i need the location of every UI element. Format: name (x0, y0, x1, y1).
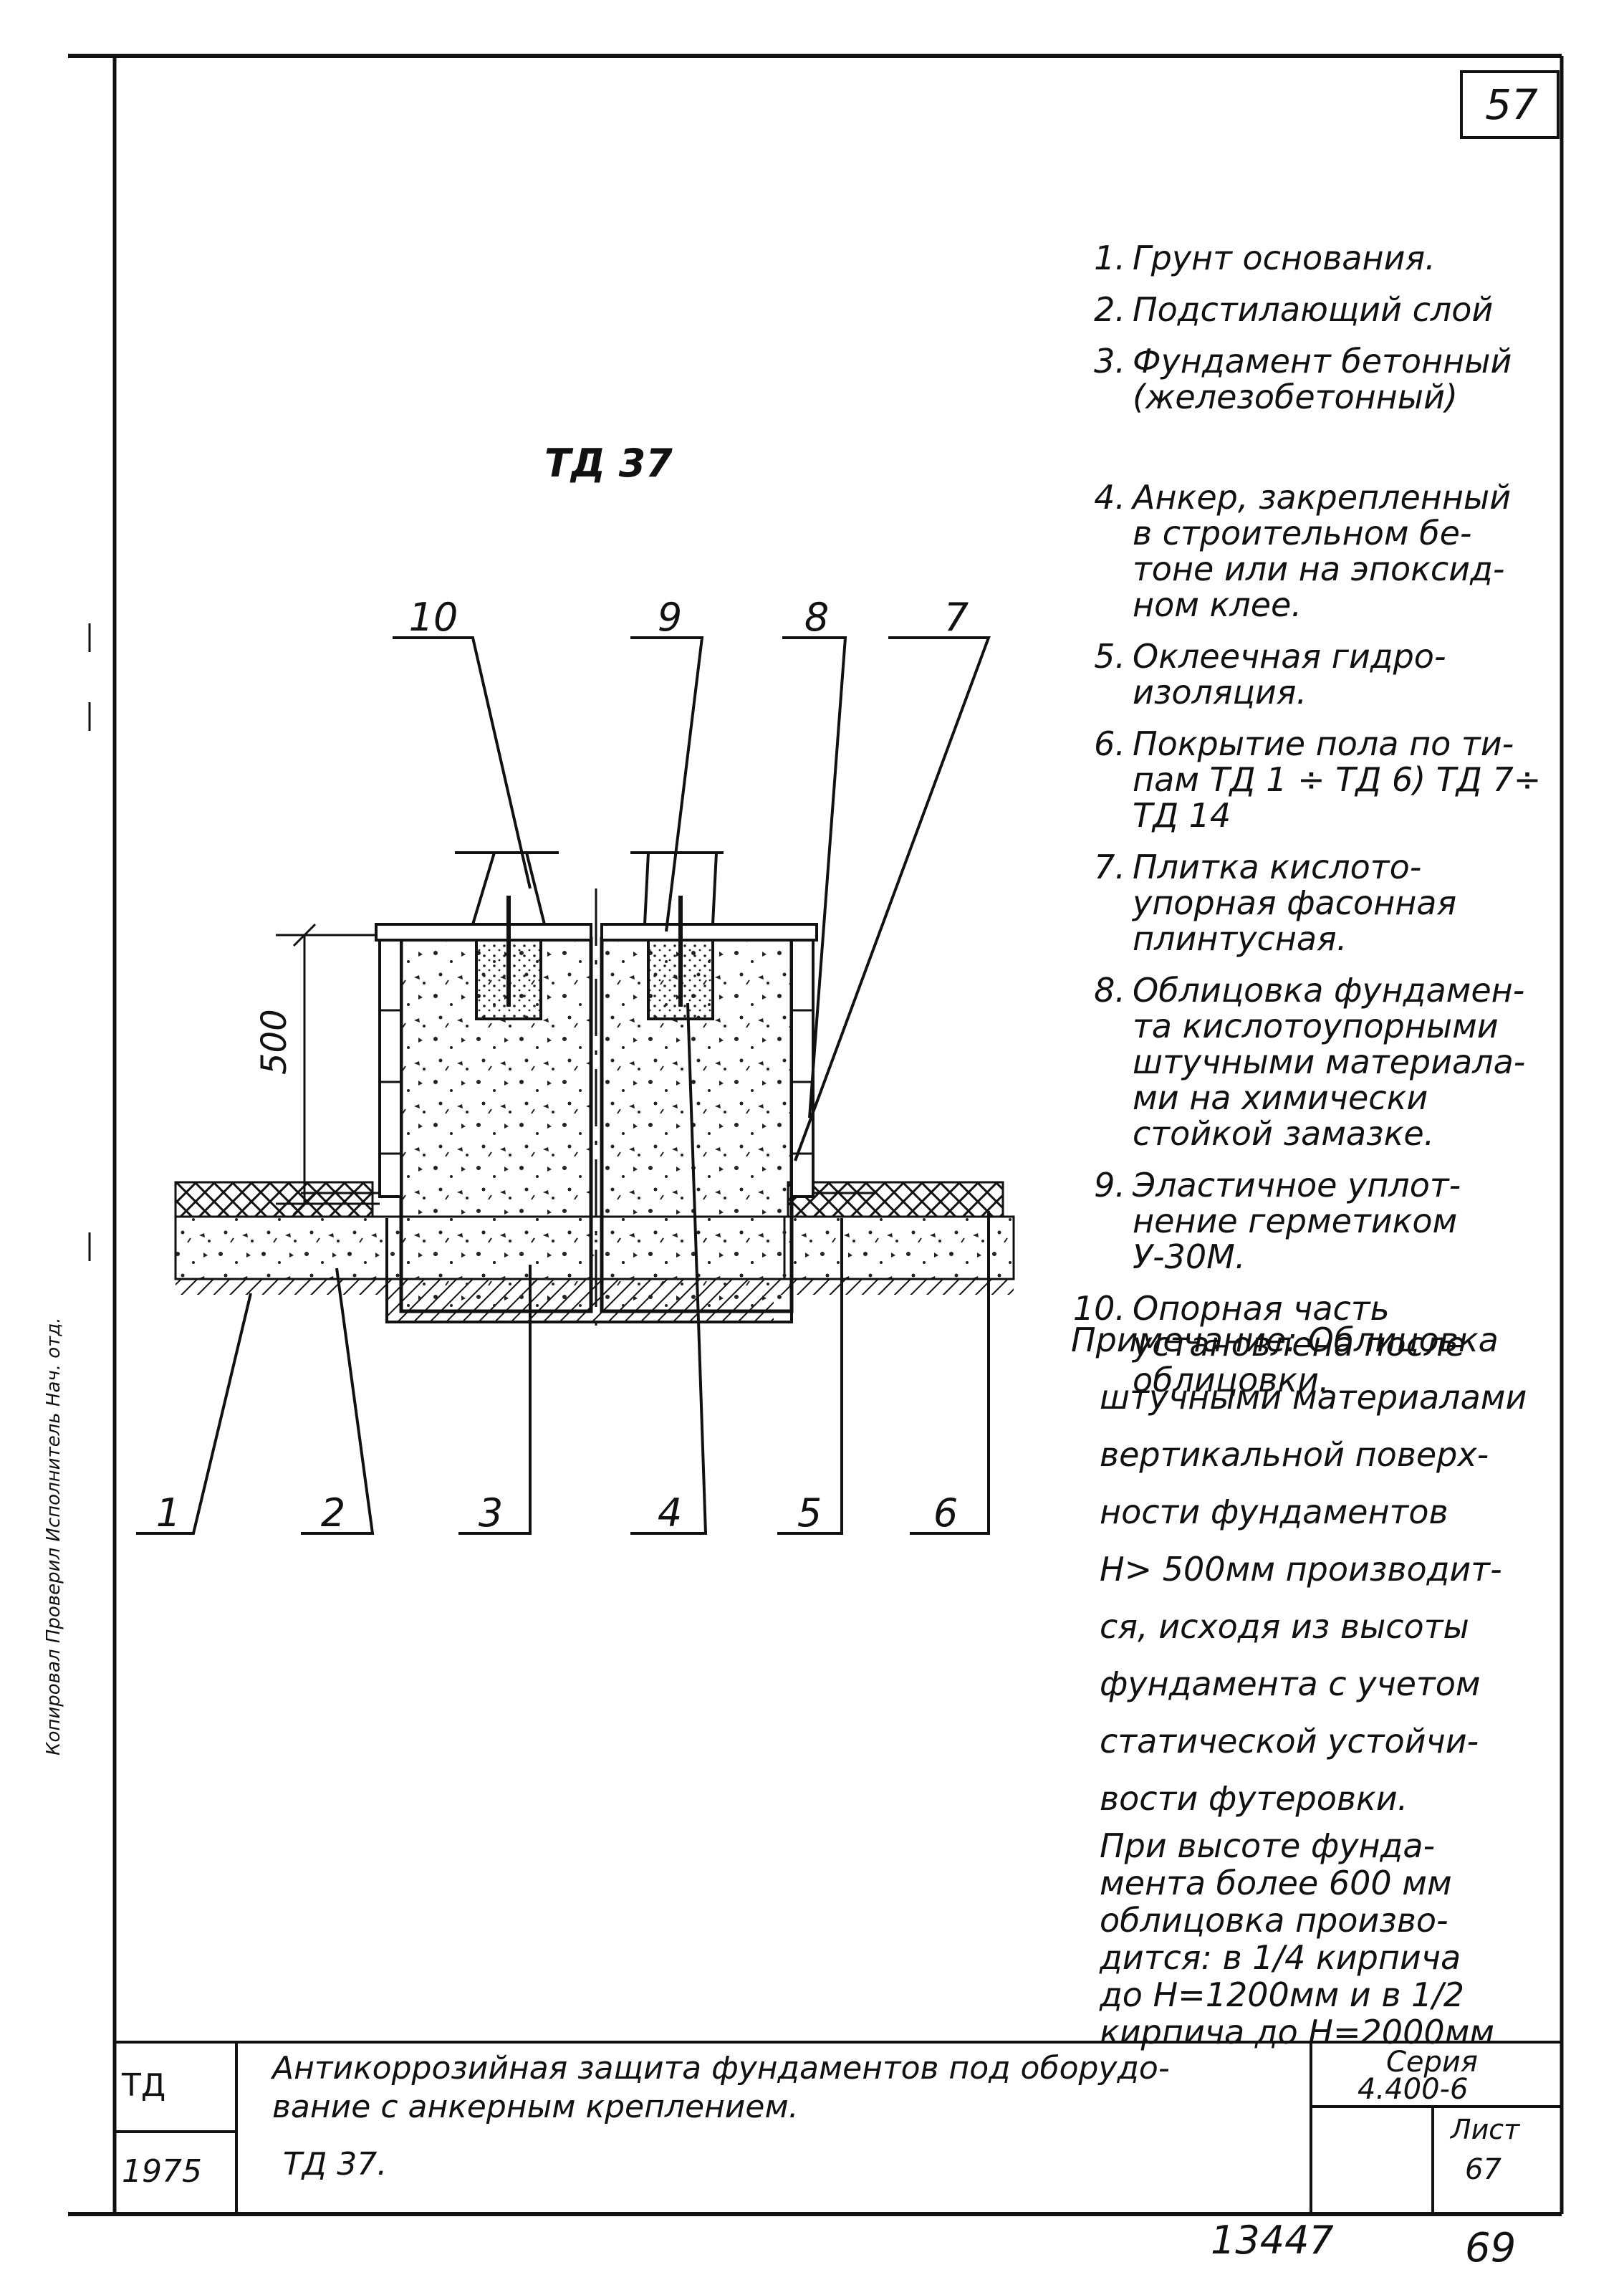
title-block-title: Антикоррозийная защита фундаментов под о… (272, 2050, 1170, 2125)
legend-item: 1.Грунт основания. (1094, 239, 1436, 277)
legend-item: 10.Опорная часть установлена после облиц… (1072, 1289, 1466, 1399)
legend-item: 4.Анкер, закрепленный в строительном бе-… (1094, 478, 1512, 624)
legend-item: 6.Покрытие пола по ти- пам ТД 1 ÷ ТД 6) … (1094, 724, 1542, 835)
sheet-label: Лист (1451, 2114, 1520, 2145)
note-head: Примечание: Облицовка (1071, 1321, 1499, 1359)
legend-item: 7.Плитка кислото- упорная фасонная плинт… (1094, 848, 1457, 958)
series-label: Серия (1386, 2046, 1478, 2079)
callout-2: 2 (320, 1490, 346, 1536)
callout-3: 3 (478, 1490, 504, 1536)
legend-item: 3.Фундамент бетонный (железобетонный) (1094, 342, 1512, 416)
title-block-lines (115, 2041, 1562, 2214)
dimension-500 (276, 923, 380, 1216)
bottom-page-number: 69 (1465, 2225, 1517, 2271)
note-body-1: штучными материалами вертикальной поверх… (1100, 1378, 1527, 1818)
legend-item: 8.Облицовка фундамен- та кислотоупорными… (1094, 971, 1526, 1153)
title-block-code: ТД (122, 2067, 166, 2104)
drawing-title: ТД 37 (544, 441, 673, 486)
callout-4: 4 (657, 1490, 683, 1536)
foundation-section (174, 851, 1015, 1326)
callout-10: 10 (408, 595, 458, 640)
sheet-value: 67 (1465, 2153, 1502, 2186)
callout-1: 1 (155, 1490, 181, 1536)
legend: 1.Грунт основания. 2.Подстилающий слой 3… (1071, 240, 1572, 1414)
page-number-top: 57 (1485, 80, 1538, 129)
leader-lines (136, 636, 991, 1535)
note-body-2: При высоте фунда- мента более 600 мм обл… (1100, 1826, 1495, 2051)
dimension-label: 500 (254, 1009, 294, 1075)
sheet-frame (68, 54, 1564, 2216)
series-value: 4.400-6 (1358, 2073, 1469, 2106)
callout-6: 6 (933, 1490, 958, 1536)
legend-item: 2.Подстилающий слой (1094, 290, 1494, 329)
legend-item: 9.Эластичное уплот- нение герметиком У-3… (1094, 1166, 1461, 1276)
title-block-subtitle: ТД 37. (283, 2146, 388, 2183)
note: Примечание: Облицовка штучными материала… (1071, 1311, 1572, 2051)
callout-9: 9 (657, 595, 683, 640)
inventory-number: 13447 (1211, 2218, 1334, 2263)
callout-7: 7 (943, 595, 969, 640)
title-block-year: 1975 (122, 2153, 202, 2190)
callout-5: 5 (797, 1490, 822, 1536)
callout-8: 8 (804, 595, 830, 640)
legend-item: 5.Оклеечная гидро- изоляция. (1094, 637, 1446, 712)
side-stamp: Копировал Проверил Исполнитель Нач. отд. (43, 1317, 64, 1755)
